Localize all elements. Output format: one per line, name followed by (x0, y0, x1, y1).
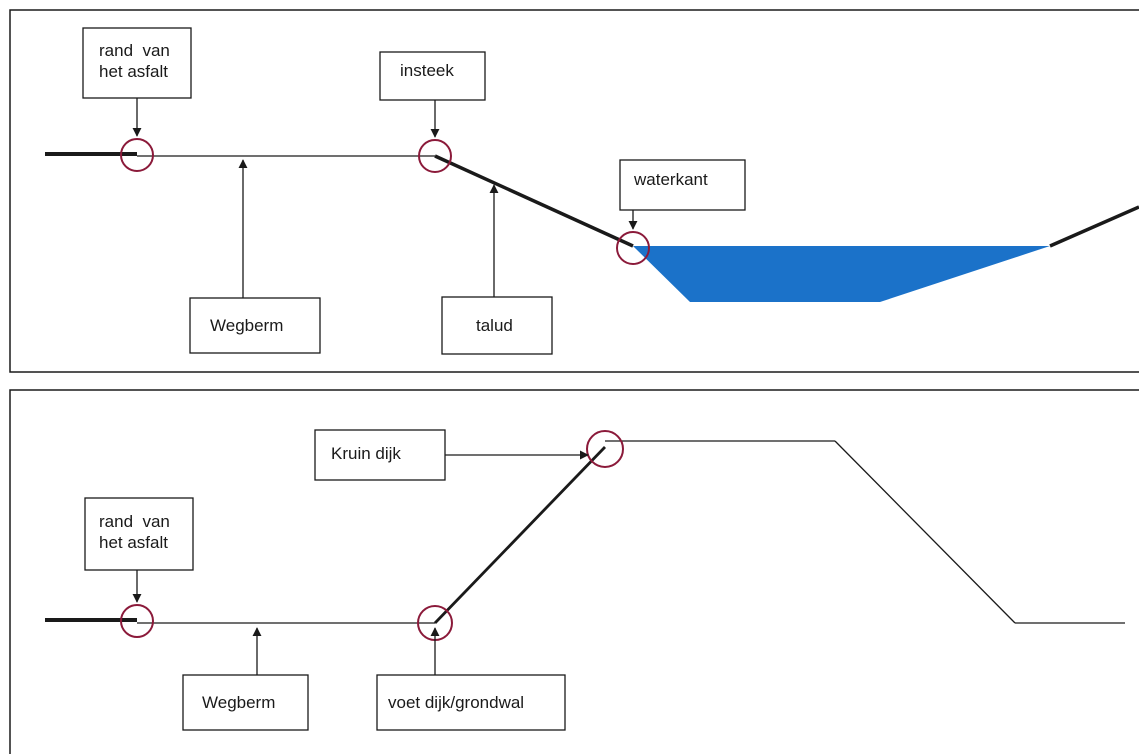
label-talud: talud (476, 316, 513, 335)
label-voet: voet dijk/grondwal (388, 693, 524, 712)
dike-back-slope (834, 440, 1016, 624)
marker-road-edge-circle-bottom (120, 604, 154, 638)
dike-front-slope (433, 446, 607, 624)
label-road-edge-line2-bottom: het asfalt (99, 533, 168, 552)
label-wegberm-bottom: Wegberm (202, 693, 275, 712)
marker-waterkant-circle (616, 231, 650, 265)
label-box-kruin (314, 429, 446, 481)
label-road-edge-line2: het asfalt (99, 62, 168, 81)
marker-insteek-circle (418, 139, 452, 173)
label-box-wegberm-top (189, 297, 321, 354)
top-panel-frame (9, 9, 1139, 373)
label-wegberm-top: Wegberm (210, 316, 283, 335)
top-panel: rand van het asfalt insteek waterkant We… (9, 9, 1139, 373)
top-slope-line (434, 154, 634, 248)
label-box-voet (376, 674, 566, 731)
water-body (633, 246, 1050, 302)
bottom-panel-frame (9, 389, 1139, 754)
marker-road-edge-circle (120, 138, 154, 172)
label-road-edge-line1-bottom: rand van (99, 512, 170, 531)
label-box-waterkant (619, 159, 746, 211)
label-road-edge-line1: rand van (99, 41, 170, 60)
marker-kruin-circle (586, 430, 624, 468)
bottom-panel: Kruin dijk rand van het asfalt Wegberm v… (9, 389, 1139, 754)
label-box-road-edge-bottom (84, 497, 194, 571)
label-waterkant: waterkant (633, 170, 708, 189)
label-insteek: insteek (400, 61, 454, 80)
label-box-talud (441, 296, 553, 355)
top-far-bank-line (1049, 205, 1139, 248)
label-box-insteek (379, 51, 486, 101)
label-kruin: Kruin dijk (331, 444, 401, 463)
label-box-wegberm-bottom (182, 674, 309, 731)
